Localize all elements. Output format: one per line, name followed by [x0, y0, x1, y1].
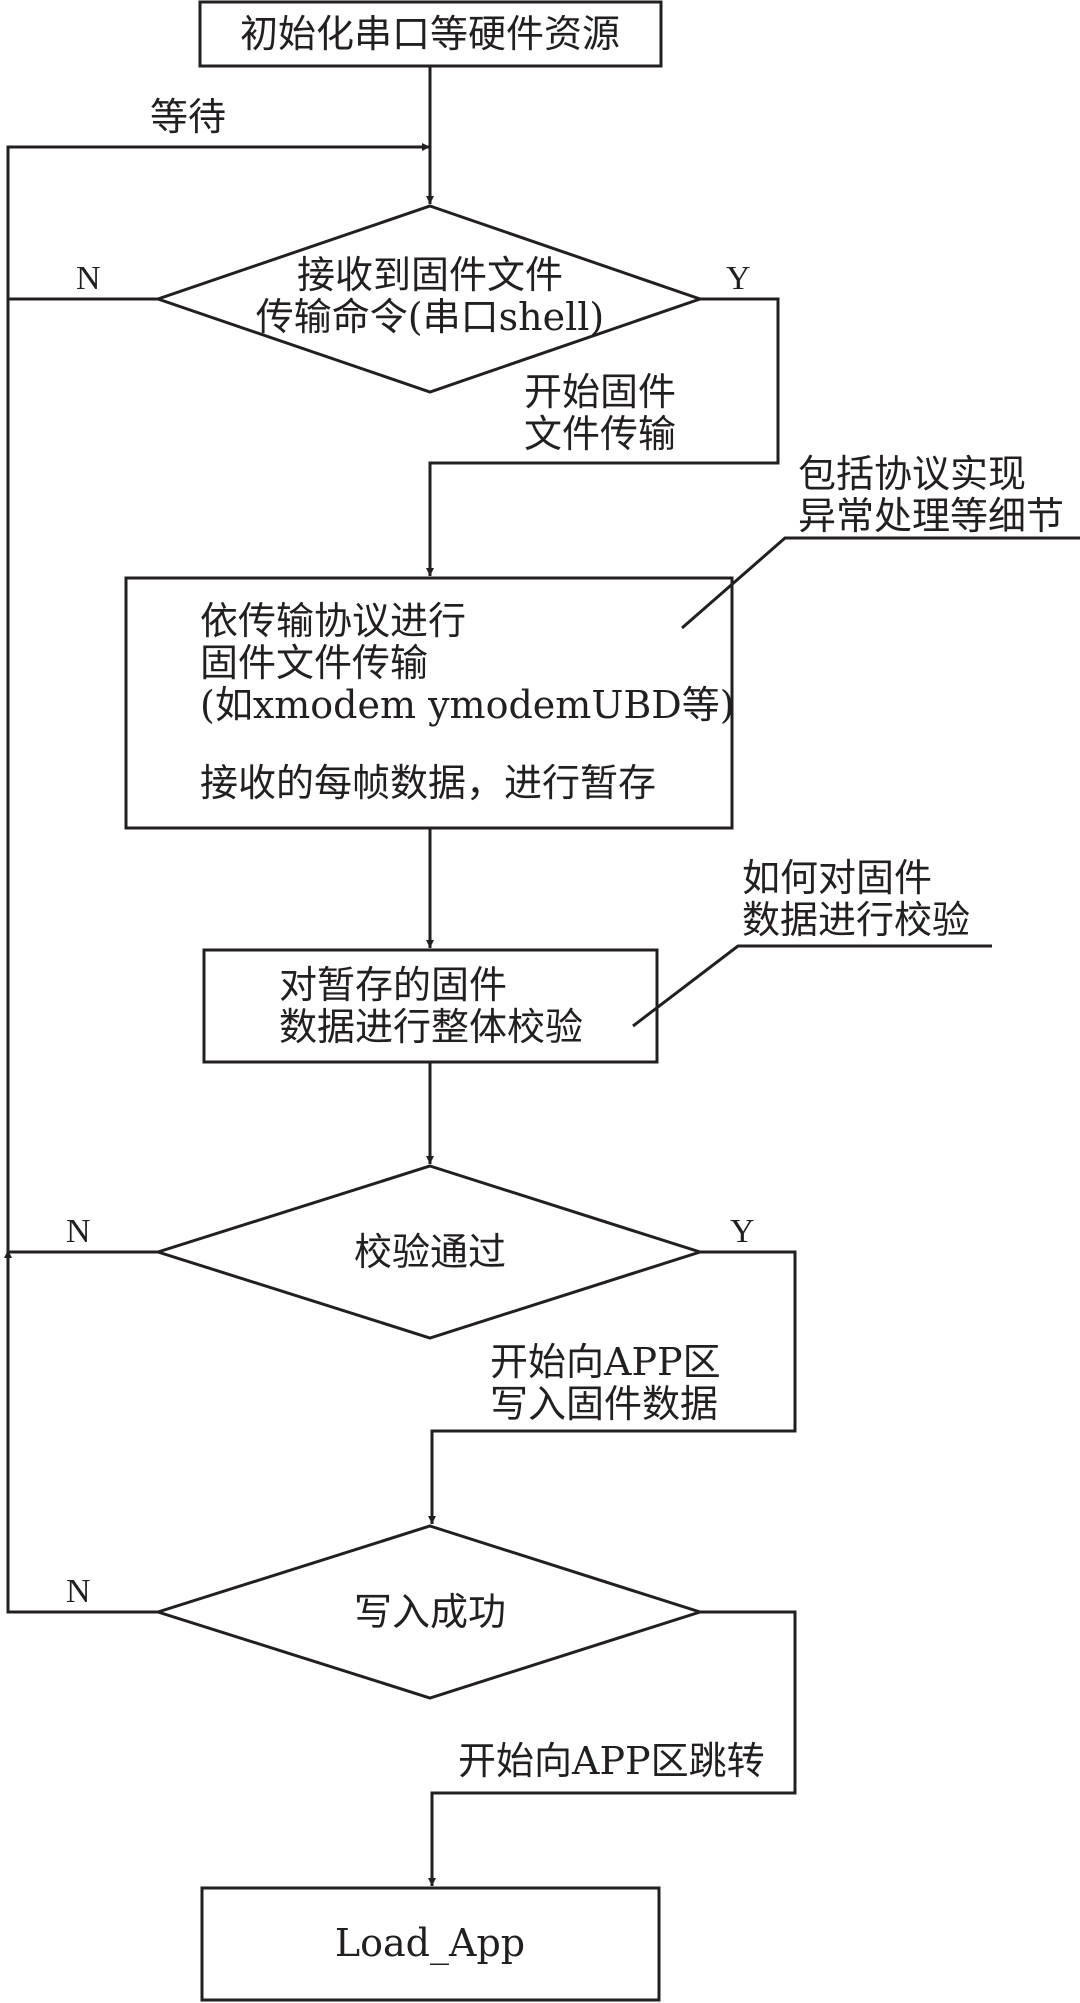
note-checksum-line2: 数据进行校验: [742, 898, 970, 942]
node-verify: 对暂存的固件 数据进行整体校验: [202, 948, 659, 1064]
node-verify-line2: 数据进行整体校验: [279, 1005, 583, 1049]
edge-decision2-yes: [428, 1250, 797, 1524]
node-receive-command-line1: 接收到固件文件: [297, 253, 563, 297]
edge-label-start-write-line2: 写入固件数据: [490, 1382, 718, 1426]
node-transfer-line1: 依传输协议进行: [200, 599, 466, 643]
node-transfer-line3: (如xmodem ymodemUBD等): [200, 683, 735, 727]
node-write-ok: 写入成功: [153, 1524, 705, 1700]
note-protocol-line2: 异常处理等细节: [798, 494, 1064, 538]
edge-label-jump: 开始向APP区跳转: [458, 1739, 765, 1783]
node-verify-line1: 对暂存的固件: [279, 963, 507, 1007]
edge-decision3-yes: [428, 1610, 797, 1886]
edge-decision1-yes: [426, 297, 780, 576]
edge-label-n2: N: [66, 1213, 91, 1250]
note-protocol-line1: 包括协议实现: [798, 452, 1026, 496]
edge-label-n3: N: [66, 1573, 91, 1610]
node-init: 初始化串口等硬件资源: [198, 0, 663, 68]
node-receive-command-line2: 传输命令(串口shell): [256, 295, 604, 339]
edge-label-y1: Y: [726, 260, 751, 297]
edge-wait-loop: [6, 143, 430, 1610]
node-receive-command: 接收到固件文件 传输命令(串口shell): [153, 204, 705, 394]
node-load-app-label: Load_App: [335, 1921, 525, 1966]
note-checksum-line1: 如何对固件: [742, 856, 932, 900]
edge-label-start-write-line1: 开始向APP区: [490, 1340, 721, 1384]
node-transfer-line2: 固件文件传输: [200, 641, 428, 685]
node-verify-pass: 校验通过: [153, 1164, 705, 1340]
node-write-ok-label: 写入成功: [354, 1590, 506, 1634]
note-checksum: 如何对固件 数据进行校验: [632, 856, 992, 1028]
edge-label-start-transfer-line2: 文件传输: [524, 412, 676, 456]
edge-label-start-transfer-line1: 开始固件: [524, 370, 676, 414]
node-verify-pass-label: 校验通过: [354, 1230, 506, 1274]
edge-decision2-no: [3, 1250, 158, 1258]
edge-decision3-no: [6, 1246, 158, 1614]
node-init-label: 初始化串口等硬件资源: [240, 12, 620, 56]
node-transfer-line5: 接收的每帧数据，进行暂存: [200, 761, 656, 805]
node-load-app: Load_App: [200, 1886, 661, 2002]
edge-label-n1: N: [76, 260, 101, 297]
edge-label-y2: Y: [730, 1213, 755, 1250]
node-transfer: 依传输协议进行 固件文件传输 (如xmodem ymodemUBD等) 接收的每…: [124, 576, 735, 830]
edge-label-wait: 等待: [150, 95, 226, 139]
note-protocol: 包括协议实现 异常处理等细节: [681, 452, 1080, 630]
